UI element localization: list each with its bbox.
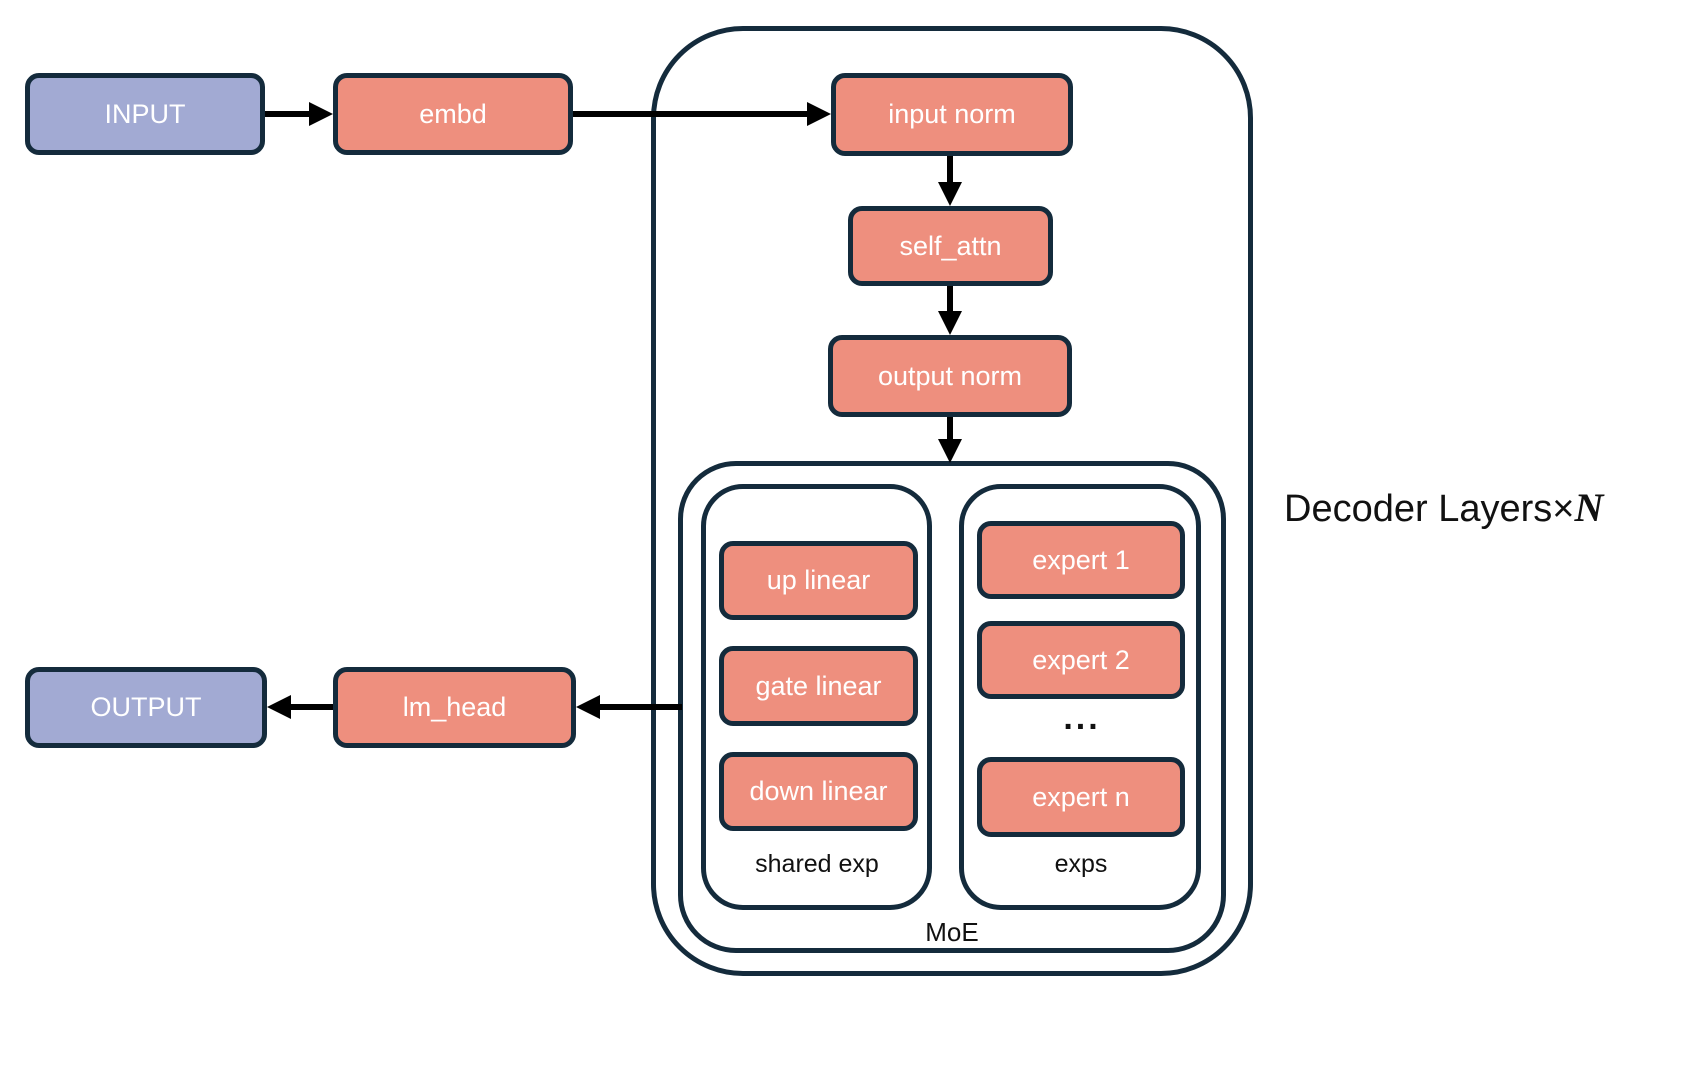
arrow-line [947,286,953,313]
arrowhead-right-icon [807,102,831,126]
self-attn-node-label: self_attn [899,230,1002,261]
expert-1-node-label: expert 1 [1032,544,1130,575]
gate-linear-node: gate linear [719,646,918,726]
arrowhead-down-icon [938,439,962,463]
exps-label: exps [1054,850,1108,878]
embd-node-label: embd [419,98,487,129]
up-linear-node: up linear [719,541,918,620]
arrow-line [947,417,953,441]
down-linear-node-label: down linear [749,776,888,806]
output-node-label: OUTPUT [90,692,202,722]
arrow-line [598,704,682,710]
lm-head-node: lm_head [333,667,576,748]
exps-container [959,484,1201,910]
multiply-sign: × [1552,488,1575,530]
embd-node: embd [333,73,573,155]
down-linear-node: down linear [719,752,918,831]
arrowhead-down-icon [938,311,962,335]
input-norm-node: input norm [831,73,1073,156]
expert-1-node: expert 1 [977,521,1185,599]
arrowhead-right-icon [309,102,333,126]
arrowhead-left-icon [267,695,291,719]
self-attn-node: self_attn [848,206,1053,286]
arrow-line [265,111,313,117]
arrow-line [573,111,809,117]
up-linear-node-label: up linear [766,565,871,595]
experts-ellipsis: ... [1063,699,1101,737]
output-norm-node: output norm [828,335,1072,417]
expert-n-node-label: expert n [1032,781,1130,812]
input-norm-node-label: input norm [888,99,1016,129]
decoder-layers-label: Decoder Layers×N [1284,485,1604,531]
expert-n-node: expert n [977,757,1185,837]
arrowhead-left-icon [576,695,600,719]
shared-exp-label: shared exp [755,850,879,878]
expert-2-node-label: expert 2 [1032,644,1130,675]
decoder-n-variable: N [1574,485,1604,530]
shared-exp-container [701,484,932,910]
moe-label: MoE [925,917,979,947]
input-node: INPUT [25,73,265,155]
decoder-layers-container [651,26,1253,976]
decoder-layers-text: Decoder Layers [1284,488,1553,530]
arrowhead-down-icon [938,182,962,206]
expert-2-node: expert 2 [977,621,1185,699]
arrow-line [289,704,333,710]
output-node: OUTPUT [25,667,267,748]
gate-linear-node-label: gate linear [755,670,882,701]
lm-head-node-label: lm_head [402,692,507,722]
arrow-line [947,156,953,184]
output-norm-node-label: output norm [877,360,1023,391]
input-node-label: INPUT [104,98,186,129]
